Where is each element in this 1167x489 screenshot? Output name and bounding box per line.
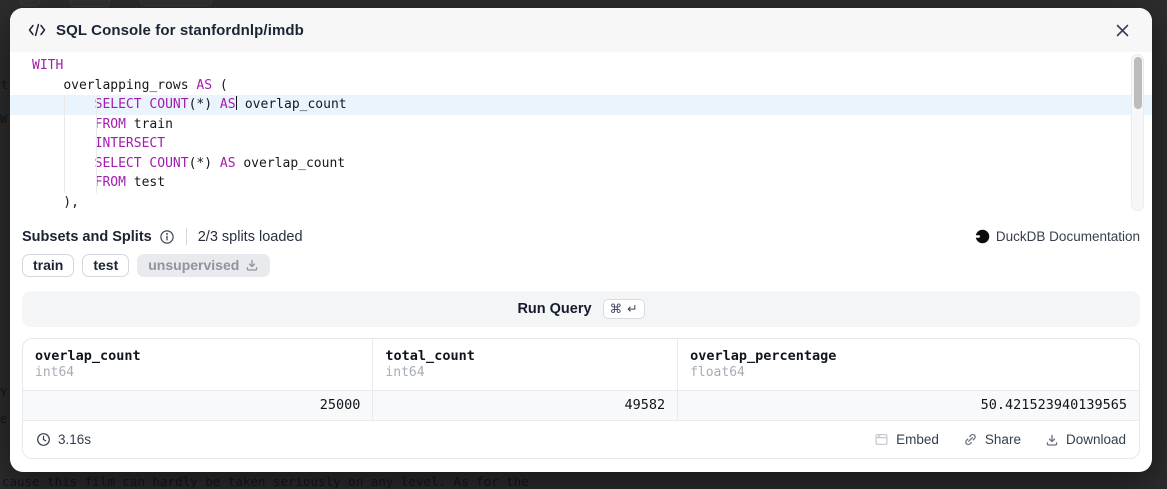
backdrop-text-fragment: W	[0, 112, 8, 126]
sql-keyword: AS	[219, 155, 236, 171]
action-label: Share	[984, 432, 1021, 447]
split-chip-train[interactable]: train	[22, 254, 75, 277]
cmd-key-icon: ⌘	[609, 302, 623, 316]
indent-guide	[64, 95, 65, 193]
sql-text	[32, 78, 63, 93]
sql-text: overlap_count	[237, 97, 347, 112]
code-line[interactable]: overlapping_rows AS (	[10, 76, 1152, 96]
editor-scrollbar[interactable]	[1131, 54, 1144, 211]
code-icon	[28, 23, 46, 37]
modal-header: SQL Console for stanfordnlp/imdb	[10, 8, 1152, 52]
close-button[interactable]	[1110, 18, 1134, 42]
sql-console-modal: SQL Console for stanfordnlp/imdb WITH ov…	[10, 8, 1152, 472]
modal-title: SQL Console for stanfordnlp/imdb	[56, 21, 304, 39]
run-query-label: Run Query	[517, 301, 592, 317]
code-line[interactable]: FROM train	[10, 115, 1152, 135]
sql-text: train	[125, 116, 173, 132]
result-actions: Embed Share Download	[874, 432, 1126, 447]
column-name: total_count	[385, 348, 475, 364]
enter-key-icon: ↵	[627, 302, 638, 316]
splits-loaded-status: 2/3 splits loaded	[197, 228, 303, 245]
backdrop-text-fragment: e	[0, 412, 8, 426]
info-icon[interactable]	[159, 229, 175, 245]
duckdb-logo-icon	[975, 229, 990, 244]
split-chip-label: test	[93, 257, 119, 273]
backdrop-fragment	[20, 0, 40, 6]
code-line[interactable]: WITH	[10, 56, 1152, 76]
backdrop-text-fragment: t	[1, 78, 9, 92]
split-chips: train test unsupervised	[22, 254, 1140, 277]
table-cell: 25000	[23, 391, 374, 420]
sql-text: overlapping_rows	[63, 77, 189, 93]
sql-text: (	[212, 77, 228, 93]
sql-keyword: AS	[196, 77, 213, 93]
splits-title: Subsets and Splits	[22, 228, 152, 245]
keyboard-shortcut-badge: ⌘ ↵	[602, 299, 645, 319]
split-chip-label: unsupervised	[148, 257, 240, 273]
sql-keyword: FROM	[94, 116, 126, 132]
embed-icon	[874, 432, 889, 447]
text-cursor	[235, 96, 238, 110]
sql-keyword: SELECT	[94, 155, 142, 171]
split-chip-label: train	[33, 257, 64, 273]
split-chip-test[interactable]: test	[82, 254, 130, 277]
share-button[interactable]: Share	[963, 432, 1021, 447]
divider	[185, 228, 187, 245]
code-line[interactable]: SELECT COUNT(*) AS overlap_count	[10, 154, 1152, 174]
sql-text: (*)	[188, 155, 220, 171]
sql-text: test	[125, 175, 166, 190]
table-cell: 50.421523940139565	[980, 397, 1127, 413]
column-type: int64	[385, 365, 425, 380]
backdrop-page-text: cause this film can hardly be taken seri…	[2, 474, 529, 489]
sql-text: overlap_count	[235, 155, 346, 171]
backdrop-fragment	[70, 0, 110, 7]
sql-keyword: AS	[219, 97, 236, 112]
split-chip-unsupervised[interactable]: unsupervised	[137, 254, 271, 277]
duckdb-documentation-link[interactable]: DuckDB Documentation	[975, 229, 1140, 244]
download-button[interactable]: Download	[1045, 432, 1126, 447]
run-query-button[interactable]: Run Query ⌘ ↵	[22, 291, 1140, 327]
sql-text: (*)	[188, 97, 220, 112]
table-cell: 49582	[373, 391, 679, 420]
sql-code-editor[interactable]: WITH overlapping_rows AS ( SELECT COUNT(…	[10, 52, 1152, 215]
action-label: Download	[1065, 432, 1126, 447]
code-line-active[interactable]: SELECT COUNT(*) AS overlap_count	[10, 95, 1152, 115]
code-lines: WITH overlapping_rows AS ( SELECT COUNT(…	[10, 56, 1152, 212]
splits-header-row: Subsets and Splits 2/3 splits loaded Duc…	[22, 228, 1140, 245]
duckdb-documentation-label: DuckDB Documentation	[995, 229, 1140, 244]
sql-keyword: COUNT	[149, 155, 189, 171]
embed-button[interactable]: Embed	[874, 432, 939, 447]
share-icon	[963, 432, 978, 447]
column-type: float64	[690, 365, 745, 380]
code-line[interactable]: ),	[10, 193, 1152, 213]
sql-keyword: WITH	[32, 58, 64, 73]
sql-keyword: COUNT	[149, 97, 189, 112]
results-footer: 3.16s Embed Share Download	[23, 420, 1139, 458]
sql-keyword: INTERSECT	[94, 136, 166, 151]
backdrop-text-fragment: Y	[0, 386, 8, 400]
backdrop-fragment	[140, 0, 212, 6]
download-icon	[245, 258, 259, 272]
clock-icon	[36, 432, 51, 447]
sql-keyword: SELECT	[94, 97, 142, 112]
download-icon	[1045, 433, 1059, 447]
query-duration: 3.16s	[36, 432, 91, 447]
column-type: int64	[35, 365, 75, 380]
indent-guide	[96, 95, 97, 193]
sql-text: ),	[32, 194, 79, 210]
code-line[interactable]: INTERSECT	[10, 134, 1152, 154]
query-duration-value: 3.16s	[58, 432, 92, 447]
action-label: Embed	[896, 432, 939, 447]
code-line[interactable]: FROM test	[10, 173, 1152, 193]
editor-scrollbar-thumb[interactable]	[1133, 57, 1142, 109]
column-name: overlap_count	[35, 348, 141, 364]
column-name: overlap_percentage	[690, 348, 837, 364]
sql-keyword: FROM	[94, 175, 126, 190]
